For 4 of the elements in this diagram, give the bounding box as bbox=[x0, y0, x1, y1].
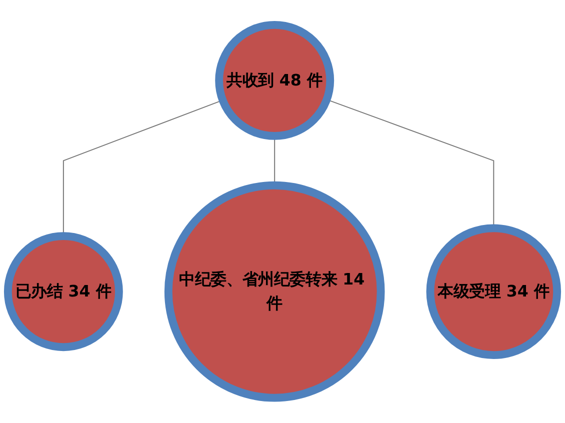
node-circle: 共收到 48 件 bbox=[215, 21, 334, 140]
node-circle: 中纪委、省州纪委转来 14 件 bbox=[164, 182, 385, 402]
node-circle: 本级受理 34 件 bbox=[426, 224, 562, 360]
node-circle: 已办结 34 件 bbox=[4, 232, 123, 352]
